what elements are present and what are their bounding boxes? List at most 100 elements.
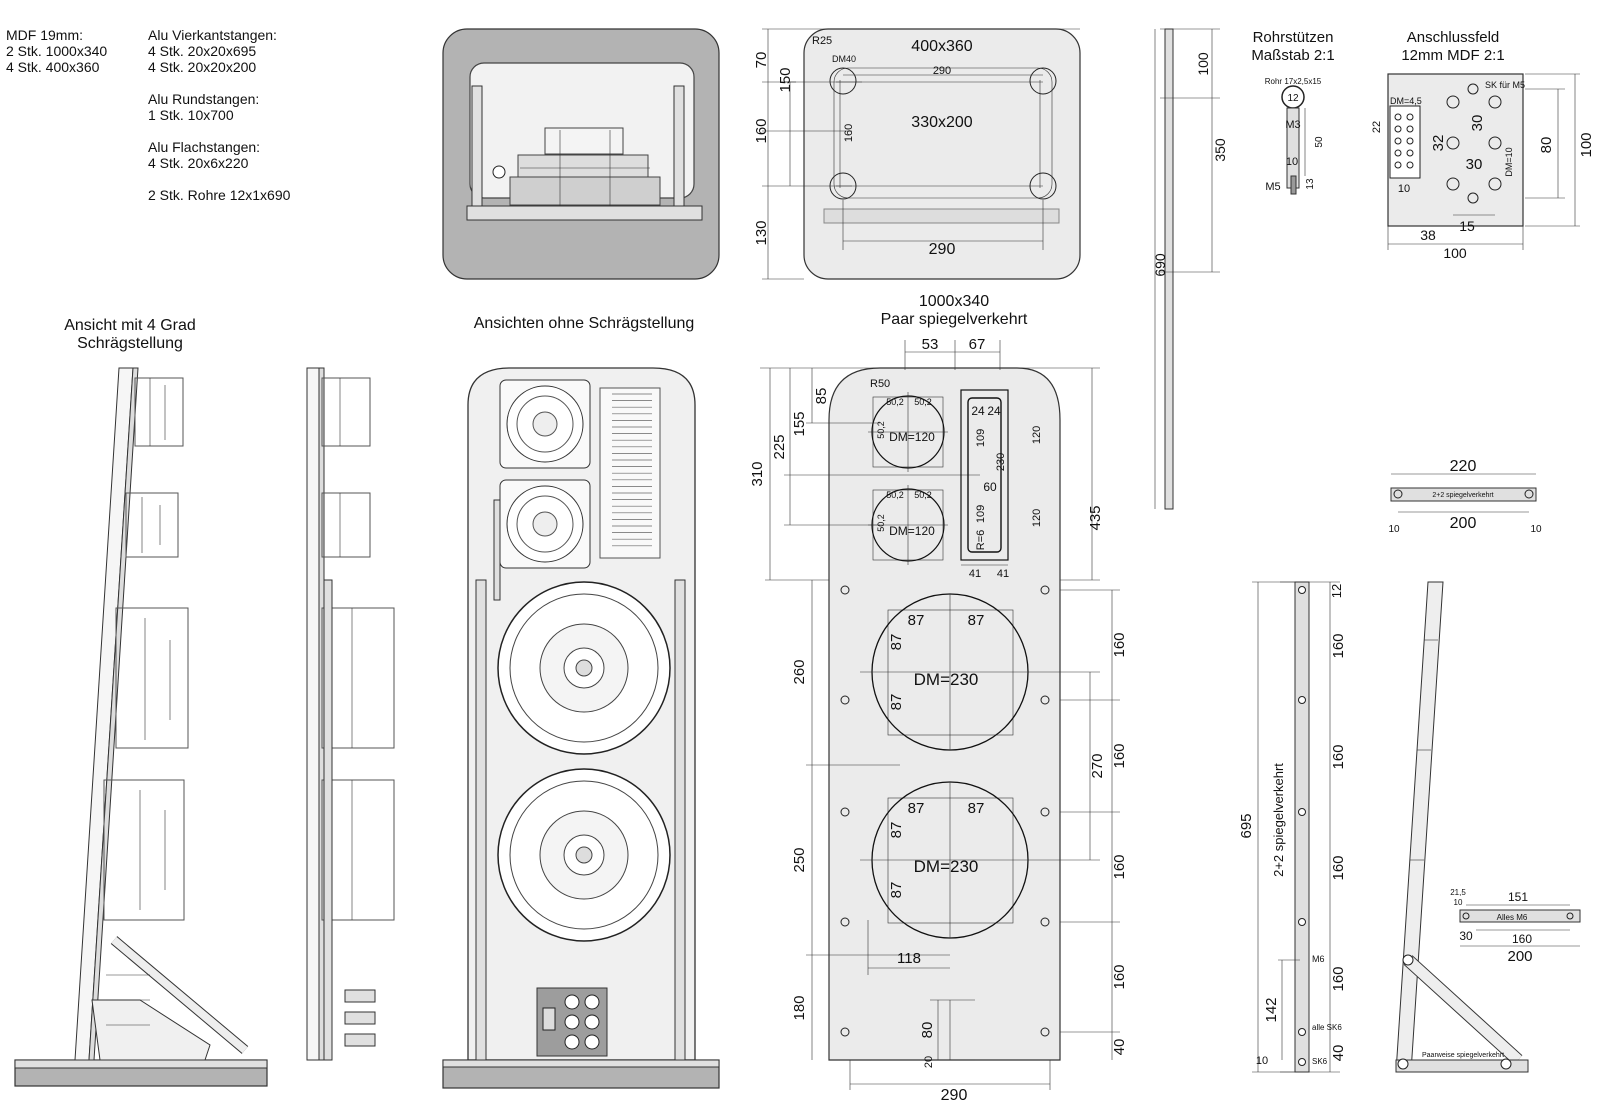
vertical-bar-drawing: 695 2+2 spiegelverkehrt 12 160 160 160 1… bbox=[1238, 581, 1347, 1073]
stand-d200: 200 bbox=[1507, 948, 1532, 965]
stand-d215: 21,5 bbox=[1450, 888, 1466, 897]
front-view: Ansichten ohne Schrägstellung bbox=[442, 315, 720, 1089]
ans-hole bbox=[1446, 136, 1460, 150]
screw-hole-icon bbox=[840, 1027, 850, 1037]
main-d435: 435 bbox=[1087, 505, 1104, 530]
ans-d15: 15 bbox=[1459, 218, 1475, 234]
main-d118: 118 bbox=[897, 950, 921, 967]
vbar-m6: M6 bbox=[1312, 954, 1325, 964]
ans-hole bbox=[1467, 192, 1479, 204]
vbar-hole-icon bbox=[1298, 1028, 1306, 1036]
ans-hole bbox=[1488, 177, 1502, 191]
ans-hole bbox=[1467, 83, 1479, 95]
ans-title-1: Anschlussfeld bbox=[1407, 29, 1500, 46]
main-r40: 40 bbox=[1111, 1039, 1128, 1056]
mat2-line2: 4 Stk. 20x20x200 bbox=[148, 59, 256, 75]
vbar-hole-icon bbox=[1298, 586, 1306, 594]
top-panel-base-ghost bbox=[823, 208, 1060, 224]
stand-d151: 151 bbox=[1508, 890, 1528, 904]
hole-icon bbox=[829, 67, 857, 95]
pipe-d100: 100 bbox=[1195, 52, 1211, 76]
ans-d10: 10 bbox=[1398, 183, 1410, 195]
main-d155: 155 bbox=[791, 411, 808, 436]
main-slot-120b: 120 bbox=[1031, 509, 1043, 527]
mat2-line5: 1 Stk. 10x700 bbox=[148, 107, 234, 123]
screw-hole-icon bbox=[1040, 807, 1050, 817]
top-r25-label: R25 bbox=[812, 35, 832, 47]
top-size-label: 400x360 bbox=[911, 38, 972, 55]
flat-d10r: 10 bbox=[1530, 524, 1542, 535]
ans-d22: 22 bbox=[1371, 121, 1383, 133]
vbar-d160d: 160 bbox=[1330, 966, 1347, 991]
ans-d30a: 30 bbox=[1469, 115, 1486, 132]
flat-d220: 220 bbox=[1450, 458, 1477, 475]
top-dim-130: 130 bbox=[753, 220, 770, 245]
main-panel-drawing: 1000x340 Paar spiegelverkehrt R50 53 67 … bbox=[749, 293, 1128, 1104]
ans-dm45: DM=4,5 bbox=[1390, 96, 1422, 106]
top-view-drawing bbox=[442, 28, 720, 280]
main-s50b: 50,2 bbox=[914, 397, 932, 407]
main-d53: 53 bbox=[922, 336, 939, 353]
main-w87d: 87 bbox=[888, 694, 905, 711]
stand-d30: 30 bbox=[1459, 929, 1473, 943]
main-w87h: 87 bbox=[888, 882, 905, 899]
top-inner-label: 330x200 bbox=[911, 114, 972, 131]
main-d290: 290 bbox=[941, 1087, 968, 1104]
top-dim-160: 160 bbox=[753, 118, 770, 143]
side-title-2: Schrägstellung bbox=[77, 335, 183, 352]
screw-hole-icon bbox=[1040, 1027, 1050, 1037]
anschlussfeld-drawing: Anschlussfeld 12mm MDF 2:1 SK für M5 DM=… bbox=[1371, 29, 1595, 261]
side-title-1: Ansicht mit 4 Grad bbox=[64, 317, 196, 334]
vbar-hole-icon bbox=[1298, 808, 1306, 816]
main-l260: 260 bbox=[791, 659, 808, 684]
screw-hole-icon bbox=[840, 695, 850, 705]
hole-icon bbox=[1029, 67, 1057, 95]
ans-d38: 38 bbox=[1420, 227, 1436, 243]
main-d85: 85 bbox=[813, 388, 830, 405]
ans-terminal bbox=[1389, 105, 1421, 179]
main-slot-24a: 24 bbox=[971, 404, 985, 418]
main-woofer-2 bbox=[860, 781, 1100, 939]
top-v160-label: 160 bbox=[843, 124, 855, 142]
rohr-d13: 13 bbox=[1305, 178, 1316, 190]
main-small-driver-1 bbox=[868, 392, 948, 472]
main-w87e: 87 bbox=[908, 800, 925, 817]
flat-d200: 200 bbox=[1450, 515, 1477, 532]
main-l180: 180 bbox=[791, 995, 808, 1020]
mat2-line4: Alu Rundstangen: bbox=[148, 91, 259, 107]
screw-hole-icon bbox=[840, 585, 850, 595]
screw-hole-icon bbox=[1040, 917, 1050, 927]
main-slot-109b: 109 bbox=[975, 505, 987, 523]
top-290-label: 290 bbox=[933, 65, 951, 77]
top-panel-frame bbox=[833, 67, 1053, 199]
front-woofer-2 bbox=[497, 768, 671, 942]
rohr-d50: 50 bbox=[1314, 136, 1325, 148]
vbar-d142: 142 bbox=[1263, 997, 1280, 1022]
vbar-d10: 10 bbox=[1256, 1055, 1268, 1067]
mat2-line10: 2 Stk. Rohre 12x1x690 bbox=[148, 187, 291, 203]
ans-terminal-holes bbox=[1394, 113, 1414, 169]
vertical-bar bbox=[1294, 581, 1310, 1073]
rohr-m3: M3 bbox=[1285, 119, 1300, 131]
screw-hole-icon bbox=[1040, 585, 1050, 595]
side2-panel bbox=[306, 367, 320, 1061]
flat-bar-drawing: 220 2+2 spiegelverkehrt 200 10 10 bbox=[1388, 458, 1542, 535]
hole-icon bbox=[1393, 489, 1403, 499]
ans-d100h: 100 bbox=[1578, 132, 1595, 157]
ans-dm10: DM=10 bbox=[1504, 147, 1514, 176]
main-w87c: 87 bbox=[888, 634, 905, 651]
top-dim-150: 150 bbox=[777, 67, 794, 92]
vbar-d12: 12 bbox=[1329, 584, 1344, 598]
top-view-base bbox=[466, 205, 703, 221]
mat1-line1: 2 Stk. 1000x340 bbox=[6, 43, 107, 59]
vbar-d160c: 160 bbox=[1330, 855, 1347, 880]
vbar-holes bbox=[1298, 586, 1306, 1066]
ans-d32: 32 bbox=[1430, 135, 1447, 152]
main-s50a: 50,2 bbox=[886, 397, 904, 407]
main-s50d: 50,2 bbox=[886, 490, 904, 500]
rohr-title-1: Rohrstützen bbox=[1253, 29, 1334, 46]
top-view-post-left bbox=[471, 85, 483, 207]
ans-hole bbox=[1488, 95, 1502, 109]
hole-icon bbox=[1402, 954, 1414, 966]
vbar-hole-icon bbox=[1298, 696, 1306, 704]
